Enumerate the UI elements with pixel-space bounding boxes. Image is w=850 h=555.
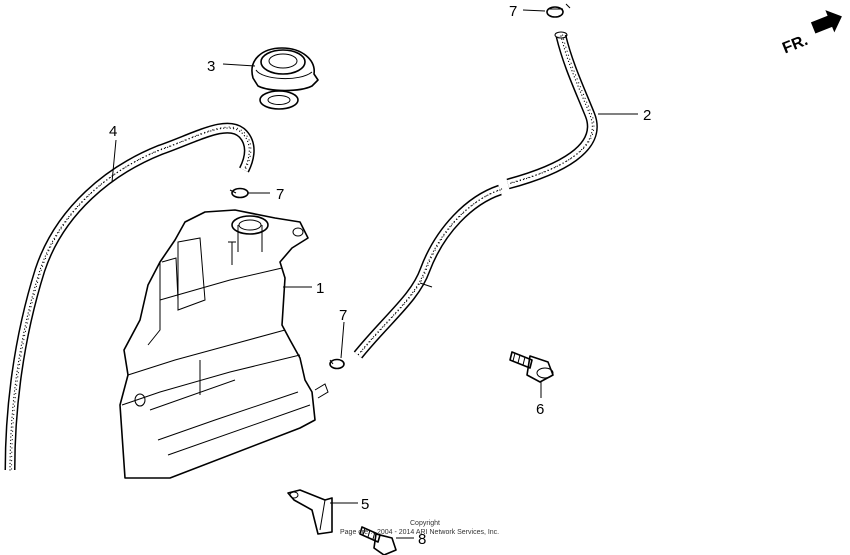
callout-7-upper: 7 xyxy=(509,3,517,20)
callout-7-lower: 7 xyxy=(339,307,347,324)
siphon-tube xyxy=(4,122,255,471)
tube-clip-lower xyxy=(329,358,345,370)
callout-2: 2 xyxy=(643,107,651,124)
callout-5: 5 xyxy=(361,496,369,513)
front-direction-label: FR. xyxy=(780,32,810,57)
callout-3: 3 xyxy=(207,58,215,75)
callout-4: 4 xyxy=(109,123,117,140)
callout-7-middle: 7 xyxy=(276,186,284,203)
reserve-tank-cap xyxy=(251,47,319,110)
flange-bolt-6 xyxy=(509,351,554,383)
callout-6: 6 xyxy=(536,401,544,418)
front-arrow-icon xyxy=(810,10,842,34)
callout-labels: 1 2 3 4 5 6 7 7 7 8 xyxy=(109,3,651,548)
copyright-line-1: Copyright xyxy=(410,520,440,527)
tube-clip-middle xyxy=(229,187,249,199)
leader-lines xyxy=(111,9,638,539)
callout-1: 1 xyxy=(316,280,324,297)
reserve-tank xyxy=(119,209,329,479)
tube-clip-upper xyxy=(546,3,571,18)
stay xyxy=(287,489,333,535)
callout-8: 8 xyxy=(418,531,426,548)
front-direction-indicator: FR. xyxy=(780,10,842,57)
overflow-tube xyxy=(353,31,598,359)
copyright-line-2: Page cre… 2004 - 2014 ARI Network Servic… xyxy=(340,529,499,536)
flange-bolt-8 xyxy=(359,526,397,555)
